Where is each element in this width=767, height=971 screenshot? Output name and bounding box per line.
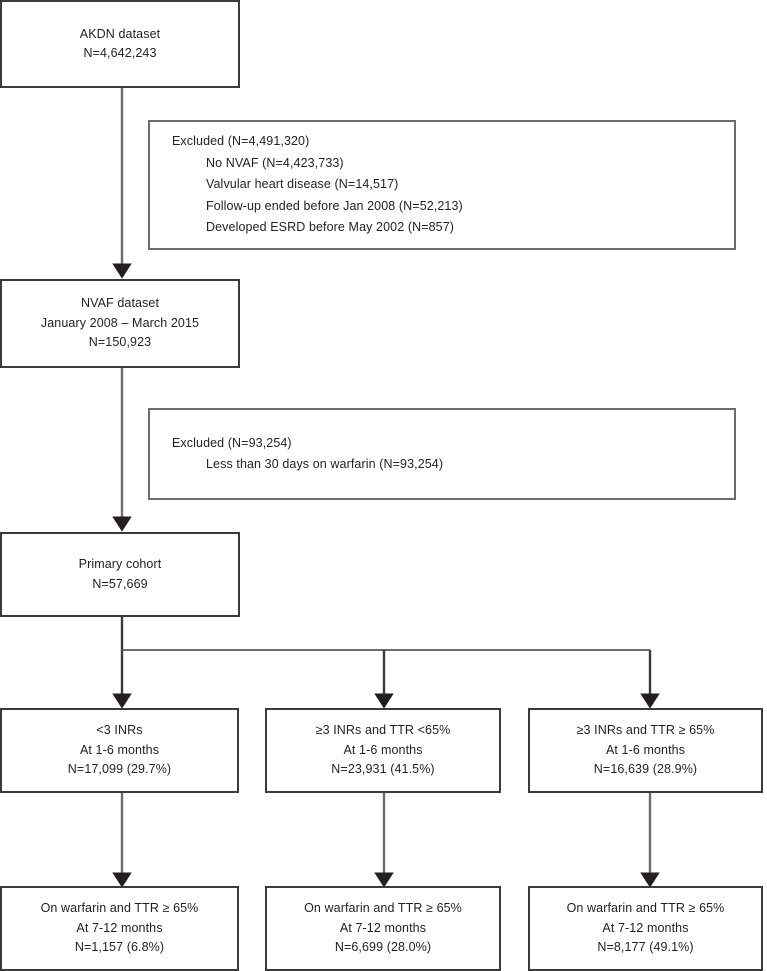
outcome-2-line-1: On warfarin and TTR ≥ 65%	[304, 901, 462, 916]
outcome-3-line-1: On warfarin and TTR ≥ 65%	[566, 901, 725, 916]
outcome-box-2: On warfarin and TTR ≥ 65% At 7-12 months…	[265, 886, 501, 971]
primary-cohort-box: Primary cohort N=57,669	[0, 532, 240, 617]
exclusion-2-line-1: Excluded (N=93,254)	[172, 435, 292, 450]
exclusion-1-line-2: No NVAF (N=4,423,733)	[206, 155, 344, 170]
outcome-2-line-2: At 7-12 months	[339, 920, 427, 935]
branch-1-line-1: <3 INRs	[96, 723, 143, 738]
outcome-1-line-3: N=1,157 (6.8%)	[74, 940, 165, 955]
akdn-dataset-box: AKDN dataset N=4,642,243	[0, 0, 240, 88]
exclusion-1-line-5: Developed ESRD before May 2002 (N=857)	[206, 220, 455, 235]
branch-box-inr-ge3-ttr-lt65: ≥3 INRs and TTR <65% At 1-6 months N=23,…	[265, 708, 501, 793]
branch-1-line-3: N=17,099 (29.7%)	[67, 762, 172, 777]
akdn-line-1: AKDN dataset	[79, 26, 161, 41]
exclusion-box-2: Excluded (N=93,254) Less than 30 days on…	[148, 408, 736, 500]
branch-3-line-1: ≥3 INRs and TTR ≥ 65%	[576, 723, 715, 738]
branch-box-inr-lt3: <3 INRs At 1-6 months N=17,099 (29.7%)	[0, 708, 239, 793]
nvaf-line-1: NVAF dataset	[80, 296, 160, 311]
primary-line-1: Primary cohort	[78, 557, 162, 572]
exclusion-2-line-2: Less than 30 days on warfarin (N=93,254)	[206, 457, 444, 471]
branch-3-line-3: N=16,639 (28.9%)	[593, 762, 698, 777]
exclusion-1-line-1: Excluded (N=4,491,320)	[172, 134, 310, 149]
nvaf-line-2: January 2008 – March 2015	[40, 315, 200, 330]
branch-1-line-2: At 1-6 months	[79, 742, 160, 757]
exclusion-box-1: Excluded (N=4,491,320) No NVAF (N=4,423,…	[148, 120, 736, 250]
outcome-3-line-2: At 7-12 months	[602, 920, 689, 935]
branch-box-inr-ge3-ttr-ge65: ≥3 INRs and TTR ≥ 65% At 1-6 months N=16…	[528, 708, 763, 793]
outcome-2-line-3: N=6,699 (28.0%)	[334, 940, 432, 955]
branch-3-line-2: At 1-6 months	[605, 742, 686, 757]
akdn-line-2: N=4,642,243	[83, 46, 157, 60]
nvaf-line-3: N=150,923	[88, 335, 152, 350]
exclusion-1-line-3: Valvular heart disease (N=14,517)	[206, 177, 399, 192]
outcome-box-1: On warfarin and TTR ≥ 65% At 7-12 months…	[0, 886, 239, 971]
branch-2-line-1: ≥3 INRs and TTR <65%	[315, 723, 451, 738]
outcome-box-3: On warfarin and TTR ≥ 65% At 7-12 months…	[528, 886, 763, 971]
outcome-3-line-3: N=8,177 (49.1%)	[597, 940, 694, 955]
exclusion-1-line-4: Follow-up ended before Jan 2008 (N=52,21…	[206, 198, 463, 213]
outcome-1-line-2: At 7-12 months	[76, 920, 163, 935]
branch-2-line-3: N=23,931 (41.5%)	[331, 762, 435, 777]
branch-2-line-2: At 1-6 months	[343, 742, 423, 757]
primary-line-2: N=57,669	[92, 576, 148, 591]
nvaf-dataset-box: NVAF dataset January 2008 – March 2015 N…	[0, 279, 240, 368]
outcome-1-line-1: On warfarin and TTR ≥ 65%	[40, 901, 199, 916]
